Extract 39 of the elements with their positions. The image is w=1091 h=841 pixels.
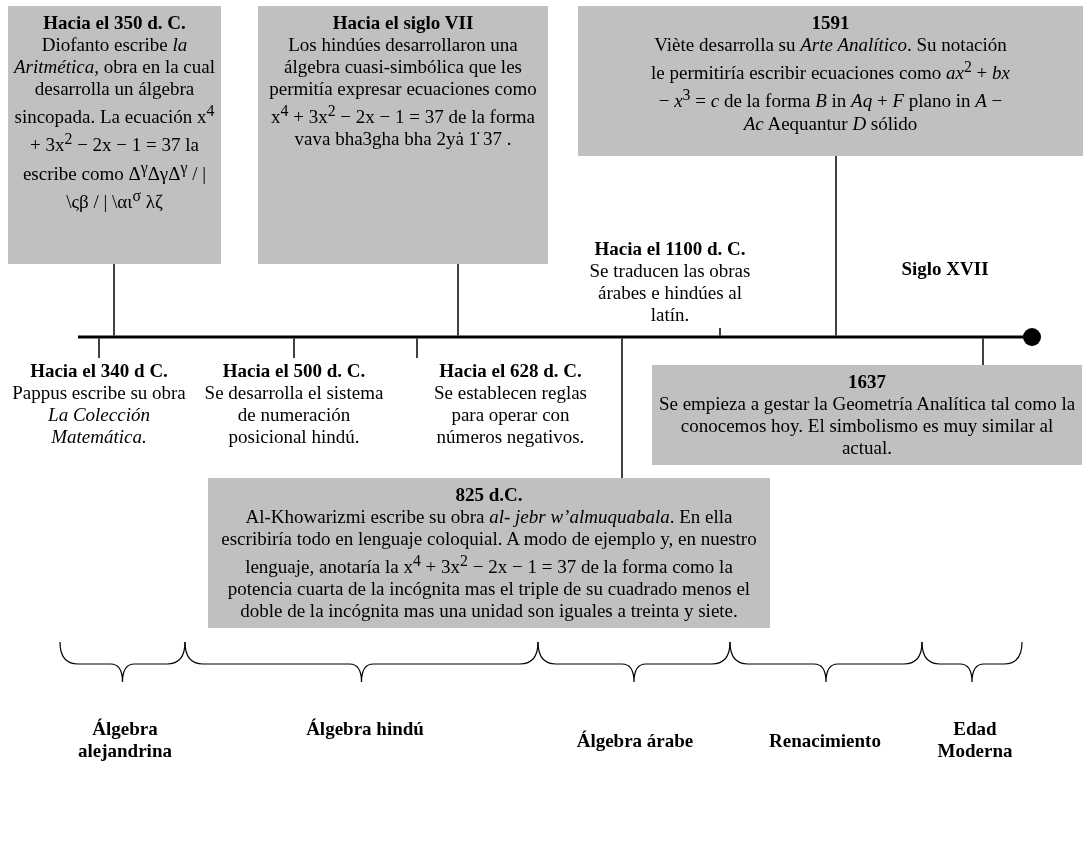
event-date: Hacia el 500 d. C. [221,360,367,382]
era-label: Renacimiento [768,730,882,752]
event-box [8,6,221,264]
event-date: Hacia el 628 d. C. [438,360,583,382]
event-date: Hacia el 350 d. C. [42,12,187,34]
tick-line [982,337,984,366]
event-date: Hacia el 340 d C. [29,360,169,382]
era-label: Álgebra alejandrina [77,718,173,762]
tick-line [719,327,721,337]
event-date: 825 d.C. [454,484,524,506]
event-box [578,6,1083,156]
era-label: Álgebra hindú [305,718,425,740]
event-description: Viète desarrolla su Arte Analítico. Su notación le permitiría escribir ecuaciones como ax$^{2}$ + bx − x$^{3}$ = c de la forma B in Aq + F plano in A − Ac Aequantur D sólido [650,34,1011,135]
timeline-axis [76,326,1044,348]
event-description: Se desarrolla el sistema de numeración posicional hindú. [203,382,385,448]
event-date: Hacia el 1100 d. C. [593,238,747,260]
event-description: Al-Khowarizmi escribe su obra al- jebr w’almuquabala. En ella escribiría todo en lenguaje coloquial. A modo de ejemplo y, en nuestro lenguaje, anotaría la x$^{4}$ + 3x$^{2}$ − 2x − 1 = 37 de la forma como la potencia cuarta de la incógnita mas el triple de su cuadrado menos el doble de la incógnita mas una unidad son iguales a treinta y siete. [220,506,758,623]
event-date: 1591 [810,12,851,34]
tick-line [457,263,459,337]
event-description: Se traducen las obras árabes e hindúes al latín. [588,260,752,326]
tick-line [293,337,295,359]
tick-line [621,337,623,479]
event-description: Pappus escribe su obra La Colección Matemática. [11,382,187,448]
tick-line [98,337,100,359]
event-description: Se establecen reglas para operar con números negativos. [433,382,588,448]
era-label: Edad Moderna [936,718,1014,762]
event-date: Hacia el siglo VII [331,12,475,34]
event-description: Se empieza a gestar la Geometría Analítica tal como la conocemos hoy. El simbolismo es muy similar al actual. [658,393,1076,459]
tick-line [113,263,115,337]
event-box [208,478,770,629]
event-date: 1637 [847,371,887,393]
event-description: Diofanto escribe la Aritmética, obra en la cual desarrolla un álgebra sincopada. La ecuación x$^{4}$ + 3x$^{2}$ − 2x − 1 = 37 la escribe como Δ$^{γ}$ΔγΔ$^{γ}$ / | \ςβ / | \αι$^{σ}$ λζ [14,34,215,214]
tick-line [416,337,418,359]
event-box [652,365,1082,465]
era-label: Álgebra árabe [575,730,695,752]
tick-line [835,155,837,337]
event-box [258,6,548,264]
event-description: Los hindúes desarrollaron una álgebra cuasi-simbólica que les permitía expresar ecuaciones como x$^{4}$ + 3x$^{2}$ − 2x − 1 = 37 de la forma vava bha3gha bha 2yȧ 1̇ 37 . [268,34,538,151]
period-label: Siglo XVII [900,258,990,280]
